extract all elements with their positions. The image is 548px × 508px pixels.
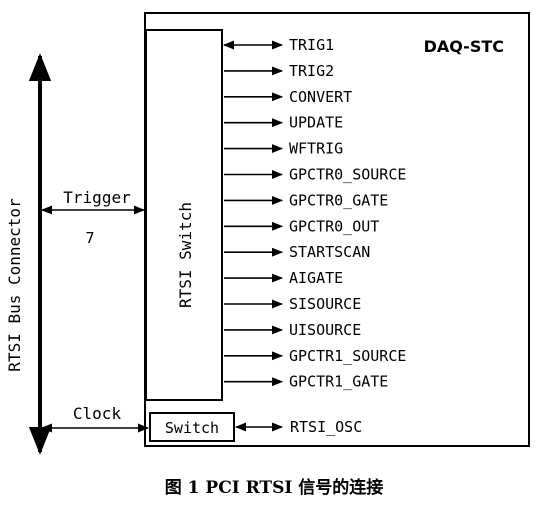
signal-label: GPCTR0_GATE xyxy=(289,191,388,209)
daq-stc-label: DAQ-STC xyxy=(424,37,504,56)
rtsi-switch-label: RTSI Switch xyxy=(176,202,195,308)
signal-label: GPCTR1_GATE xyxy=(289,373,388,391)
rtsi-osc-label: RTSI_OSC xyxy=(290,418,362,436)
signal-label: GPCTR1_SOURCE xyxy=(289,347,406,365)
signal-label: WFTRIG xyxy=(289,140,343,158)
rtsi-switch-box xyxy=(145,29,223,401)
signal-label: CONVERT xyxy=(289,88,352,106)
figure-caption: 图 1 PCI RTSI 信号的连接 xyxy=(165,477,383,498)
clock-label: Clock xyxy=(73,404,122,423)
rtsi-bus-label: RTSI Bus Connector xyxy=(5,198,24,372)
switch-box xyxy=(149,412,235,442)
signal-label: GPCTR0_SOURCE xyxy=(289,166,406,184)
signal-label: TRIG2 xyxy=(289,62,334,80)
signal-label: GPCTR0_OUT xyxy=(289,217,379,235)
signal-label: STARTSCAN xyxy=(289,243,370,261)
trigger-label: Trigger xyxy=(63,188,131,207)
signal-label: UISOURCE xyxy=(289,321,361,339)
signal-label: SISOURCE xyxy=(289,295,361,313)
switch-box-label: Switch xyxy=(165,419,219,437)
trigger-count: 7 xyxy=(85,229,94,247)
signal-label: TRIG1 xyxy=(289,36,334,54)
signal-label: AIGATE xyxy=(289,269,343,287)
signal-label: UPDATE xyxy=(289,114,343,132)
